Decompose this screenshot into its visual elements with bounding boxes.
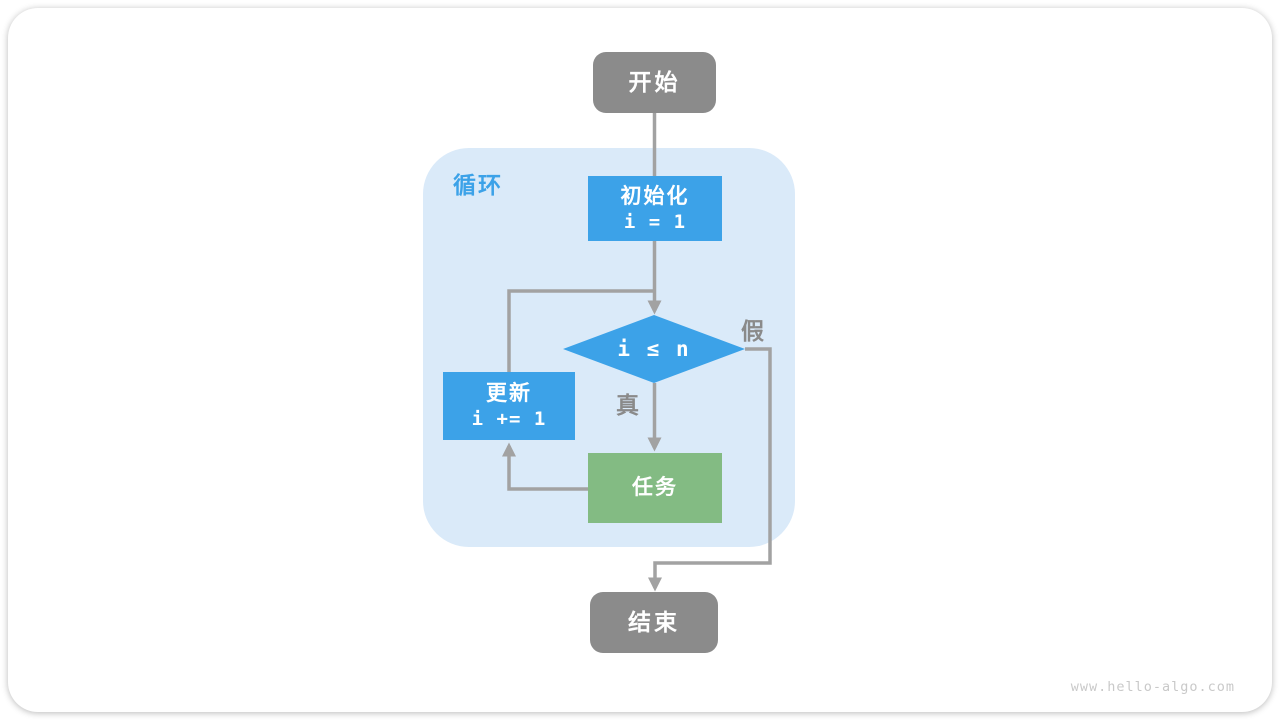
task-node: 任务: [588, 453, 722, 523]
start-node-label: 开始: [628, 68, 681, 95]
update-node-code: i += 1: [471, 408, 547, 431]
update-node-title: 更新: [486, 382, 532, 405]
end-node: 结束: [590, 592, 718, 653]
init-node: 初始化 i = 1: [588, 176, 722, 241]
watermark-text: www.hello-algo.com: [1070, 679, 1235, 695]
update-node: 更新 i += 1: [443, 372, 575, 440]
branch-false-label: 假: [741, 318, 765, 344]
task-node-label: 任务: [632, 476, 678, 500]
start-node: 开始: [593, 52, 716, 113]
loop-region-label: 循环: [453, 172, 503, 198]
init-node-code: i = 1: [623, 210, 687, 233]
branch-true-label: 真: [616, 392, 640, 418]
init-node-title: 初始化: [620, 184, 690, 208]
end-node-label: 结束: [628, 608, 680, 635]
condition-node-label: i ≤ n: [617, 337, 691, 361]
